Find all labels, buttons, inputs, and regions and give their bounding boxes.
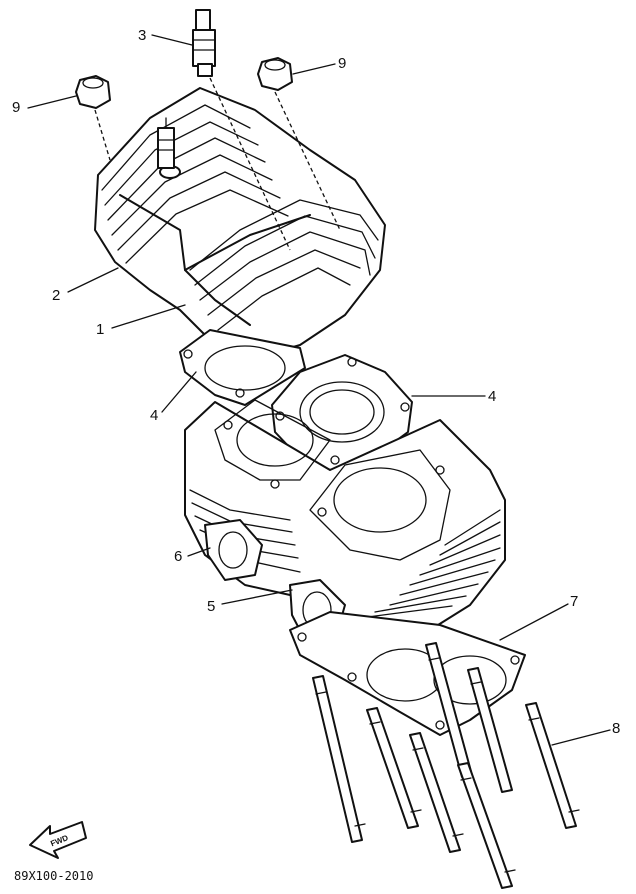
callout-part-3: 3 xyxy=(138,27,146,44)
leader-lines xyxy=(27,34,611,746)
head-gasket-left xyxy=(179,329,306,406)
callout-part-7: 7 xyxy=(570,593,578,610)
callout-part-4-left: 4 xyxy=(150,407,158,424)
head-spark-plug xyxy=(157,117,175,169)
callout-numbers: 3 9 9 2 1 4 4 6 5 7 8 xyxy=(12,27,620,737)
cap-nut-left xyxy=(75,75,111,161)
callout-part-8: 8 xyxy=(612,720,620,737)
callout-part-9-right: 9 xyxy=(338,55,346,72)
callout-part-4-right: 4 xyxy=(488,388,496,405)
head-gasket-right xyxy=(271,354,413,471)
callout-part-1: 1 xyxy=(96,321,104,338)
callout-part-9-left: 9 xyxy=(12,99,20,116)
fwd-arrow-icon: FWD xyxy=(29,821,87,859)
cap-nut-right xyxy=(257,57,341,231)
cylinder-block xyxy=(184,399,506,641)
callout-part-5: 5 xyxy=(207,598,215,615)
drawing-code: 89X100-2010 xyxy=(14,869,93,883)
studs xyxy=(312,642,580,889)
callout-part-2: 2 xyxy=(52,287,60,304)
spark-plug xyxy=(192,9,291,251)
callout-part-6: 6 xyxy=(174,548,182,565)
cylinder-head xyxy=(94,87,386,359)
